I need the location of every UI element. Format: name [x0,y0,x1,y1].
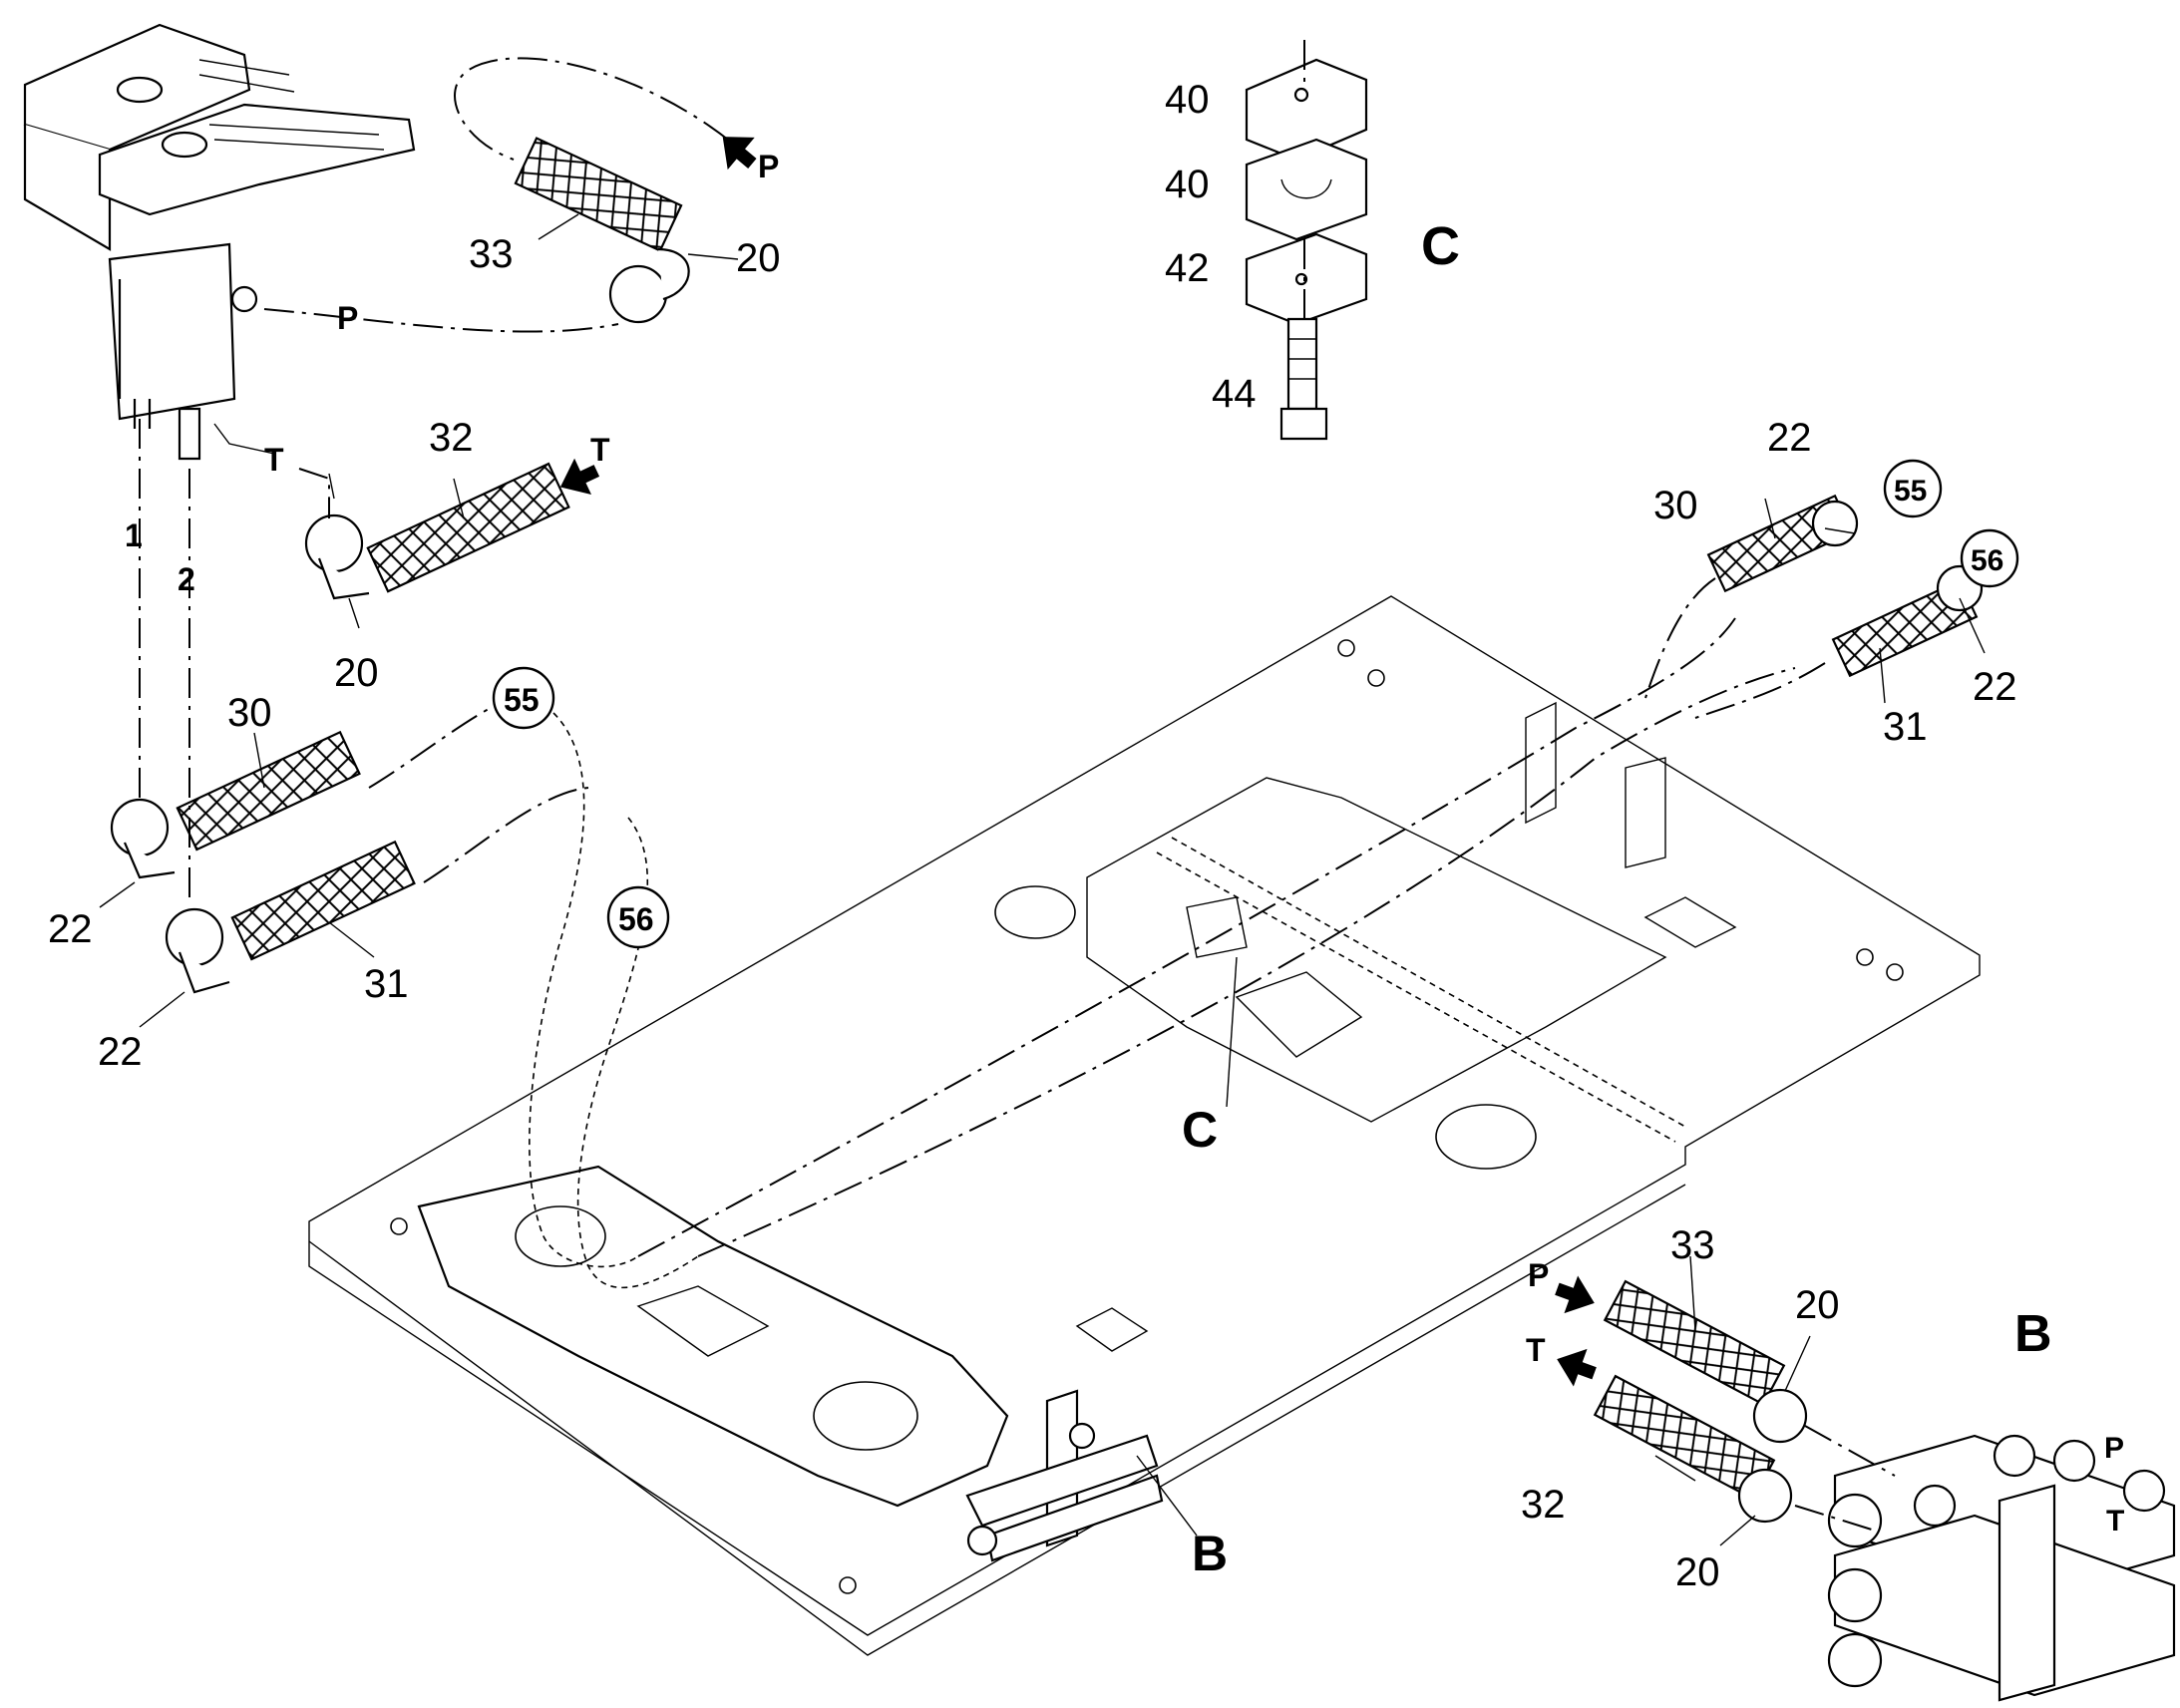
hoses-upper [110,57,1984,1289]
detail-labels: C C B B [1182,216,2052,1581]
label-22-left-b: 22 [98,1030,143,1074]
callout-circle-56-left [606,885,670,949]
label-31-right: 31 [1883,705,1928,749]
port-p-arrow-bottom: P [1528,1257,1549,1293]
label-22-right-b: 22 [1973,665,2017,709]
callout-circle-56-right [1960,528,2019,588]
detail-clamp-c [1245,40,1368,441]
port-t-arrow-mid: T [590,432,610,468]
circled-callouts: 55 56 55 56 [492,459,2019,949]
label-32-bottom: 32 [1521,1483,1566,1527]
label-44: 44 [1212,372,1257,416]
port-labels: P T P T P T P T [264,149,2124,1537]
port-p-valve: P [337,300,358,336]
detail-c-plate: C [1182,1102,1218,1158]
callout-circle-55-right [1883,459,1943,518]
label-22-right-a: 22 [1767,416,1812,460]
label-42: 42 [1165,246,1210,290]
label-line-1: 1 [125,517,143,553]
label-30-left: 30 [227,691,272,735]
arrow-p-bot [1555,1275,1595,1314]
label-20-bottom-a: 20 [1795,1283,1840,1327]
label-32-mid: 32 [429,416,474,460]
label-40-b: 40 [1165,163,1210,206]
arrow-p-top [722,137,757,171]
label-33-top: 33 [469,232,514,276]
flow-arrows [559,137,1597,1387]
callout-55-left: 55 [504,682,540,718]
callout-56-right: 56 [1971,544,2003,577]
label-30-right: 30 [1653,484,1698,527]
label-line-2: 2 [178,561,195,597]
port-p-arrow-top: P [758,149,779,184]
callout-56-left: 56 [618,901,654,937]
detail-b-right: B [2014,1305,2052,1363]
label-22-left-a: 22 [48,907,93,951]
label-31-left: 31 [364,962,409,1006]
label-20-bottom-b: 20 [1675,1550,1720,1594]
port-t-arrow-bottom: T [1526,1332,1546,1368]
arrow-t-mid [559,458,600,496]
label-40-a: 40 [1165,78,1210,122]
leader-lines [99,213,1986,1546]
detail-b-plate: B [1192,1526,1228,1581]
label-20-top: 20 [736,236,781,280]
arrow-t-bot [1557,1348,1597,1387]
detail-c-top: C [1421,216,1460,276]
detail-manifold-b [1593,1279,2176,1702]
label-33-bottom: 33 [1670,1223,1715,1267]
label-20-mid: 20 [334,651,379,695]
part-number-labels: 20 33 32 20 30 22 22 31 40 40 42 44 22 3… [48,78,2017,1594]
callout-55-right: 55 [1894,475,1927,508]
port-t-block: T [2106,1505,2124,1537]
port-p-block: P [2104,1432,2124,1465]
floor-plate [308,595,1981,1656]
port-t-valve: T [264,442,284,478]
pedal-valve [23,23,416,500]
callout-circle-55-left [492,666,555,730]
